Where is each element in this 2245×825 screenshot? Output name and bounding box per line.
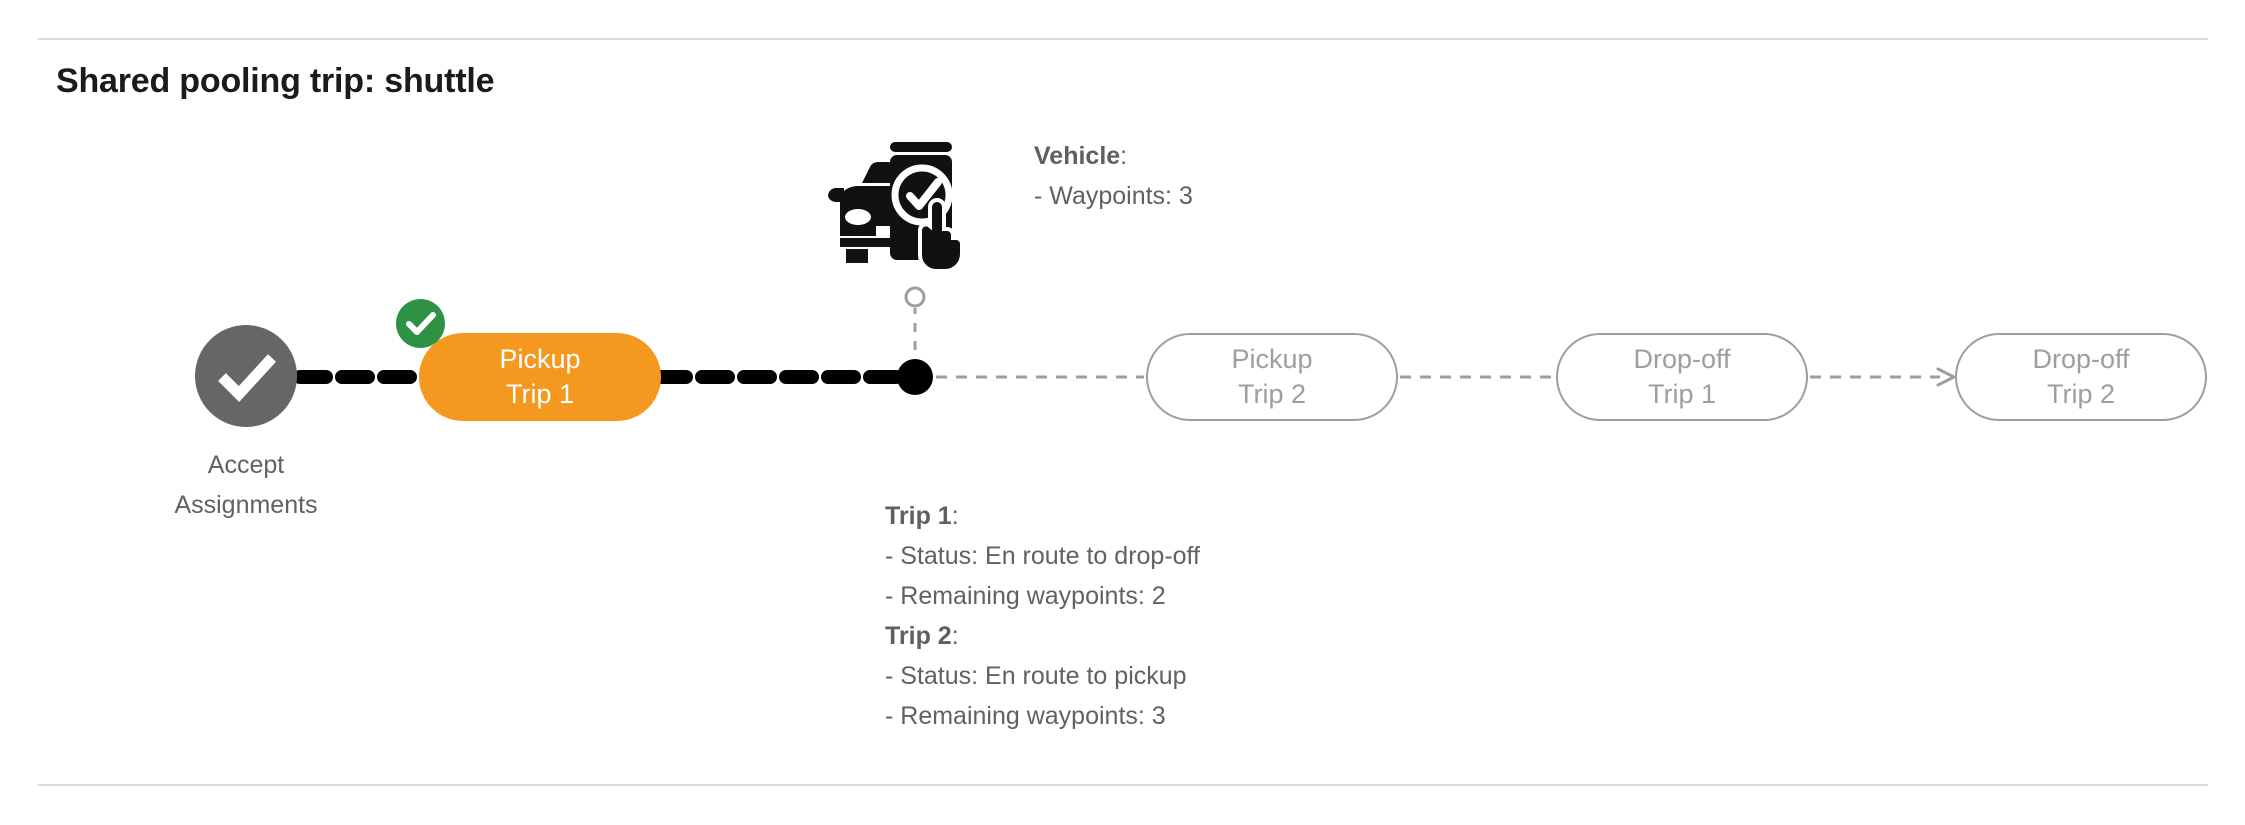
- node-pickup-trip-1[interactable]: Pickup Trip 1: [419, 333, 661, 421]
- node-pickup-trip-1-line1: Pickup: [499, 344, 581, 374]
- node-dropoff-trip-1-line2: Trip 1: [1647, 379, 1716, 409]
- divider-top: [38, 38, 2208, 40]
- node-pickup-trip-2[interactable]: Pickup Trip 2: [1146, 333, 1398, 421]
- vehicle-position-dot: [897, 359, 933, 395]
- node-dropoff-trip-2-line2: Trip 2: [2046, 379, 2115, 409]
- trip2-waypoints-line: - Remaining waypoints: 3: [885, 702, 1166, 730]
- trip1-heading: Trip 1:: [885, 496, 1200, 536]
- connector-arrowhead: [1936, 367, 1956, 387]
- trip-details-block: Trip 1: - Status: En route to drop-off -…: [885, 496, 1200, 736]
- trip2-heading-colon: :: [951, 622, 959, 650]
- page-title: Shared pooling trip: shuttle: [56, 62, 495, 100]
- vehicle-app-check-icon: [828, 142, 964, 273]
- trip2-heading: Trip 2:: [885, 616, 1200, 656]
- accept-assignments-label: Accept Assignments: [100, 445, 392, 525]
- trip2-status-line: - Status: En route to pickup: [885, 662, 1187, 690]
- vehicle-heading-colon: :: [1120, 142, 1128, 170]
- check-circle-icon: [218, 354, 277, 402]
- accept-assignments-label-line2: Assignments: [174, 491, 318, 519]
- node-dropoff-trip-2-line1: Drop-off: [2032, 344, 2130, 374]
- trip1-heading-text: Trip 1: [885, 502, 952, 530]
- accept-assignments-label-line1: Accept: [207, 451, 285, 479]
- vehicle-info-block: Vehicle: - Waypoints: 3: [1034, 136, 1193, 216]
- node-dropoff-trip-1[interactable]: Drop-off Trip 1: [1556, 333, 1808, 421]
- trip2-heading-text: Trip 2: [885, 622, 952, 650]
- node-pickup-trip-2-line1: Pickup: [1231, 344, 1313, 374]
- position-top-circle: [904, 286, 926, 308]
- node-accept-assignments[interactable]: [195, 325, 297, 427]
- vehicle-info-heading: Vehicle:: [1034, 136, 1193, 176]
- node-dropoff-trip-2[interactable]: Drop-off Trip 2: [1955, 333, 2207, 421]
- node-dropoff-trip-1-line1: Drop-off: [1633, 344, 1731, 374]
- trip1-waypoints-line: - Remaining waypoints: 2: [885, 582, 1166, 610]
- node-pickup-trip-1-line2: Trip 1: [505, 379, 574, 409]
- divider-bottom: [38, 784, 2208, 786]
- node-pickup-trip-2-line2: Trip 2: [1237, 379, 1306, 409]
- vehicle-waypoints-line: - Waypoints: 3: [1034, 182, 1193, 210]
- trip1-heading-colon: :: [951, 502, 959, 530]
- vehicle-heading-text: Vehicle: [1034, 142, 1121, 170]
- check-badge-icon: [396, 299, 445, 348]
- accept-assignments-circle: [195, 325, 297, 427]
- trip1-status-line: - Status: En route to drop-off: [885, 542, 1200, 570]
